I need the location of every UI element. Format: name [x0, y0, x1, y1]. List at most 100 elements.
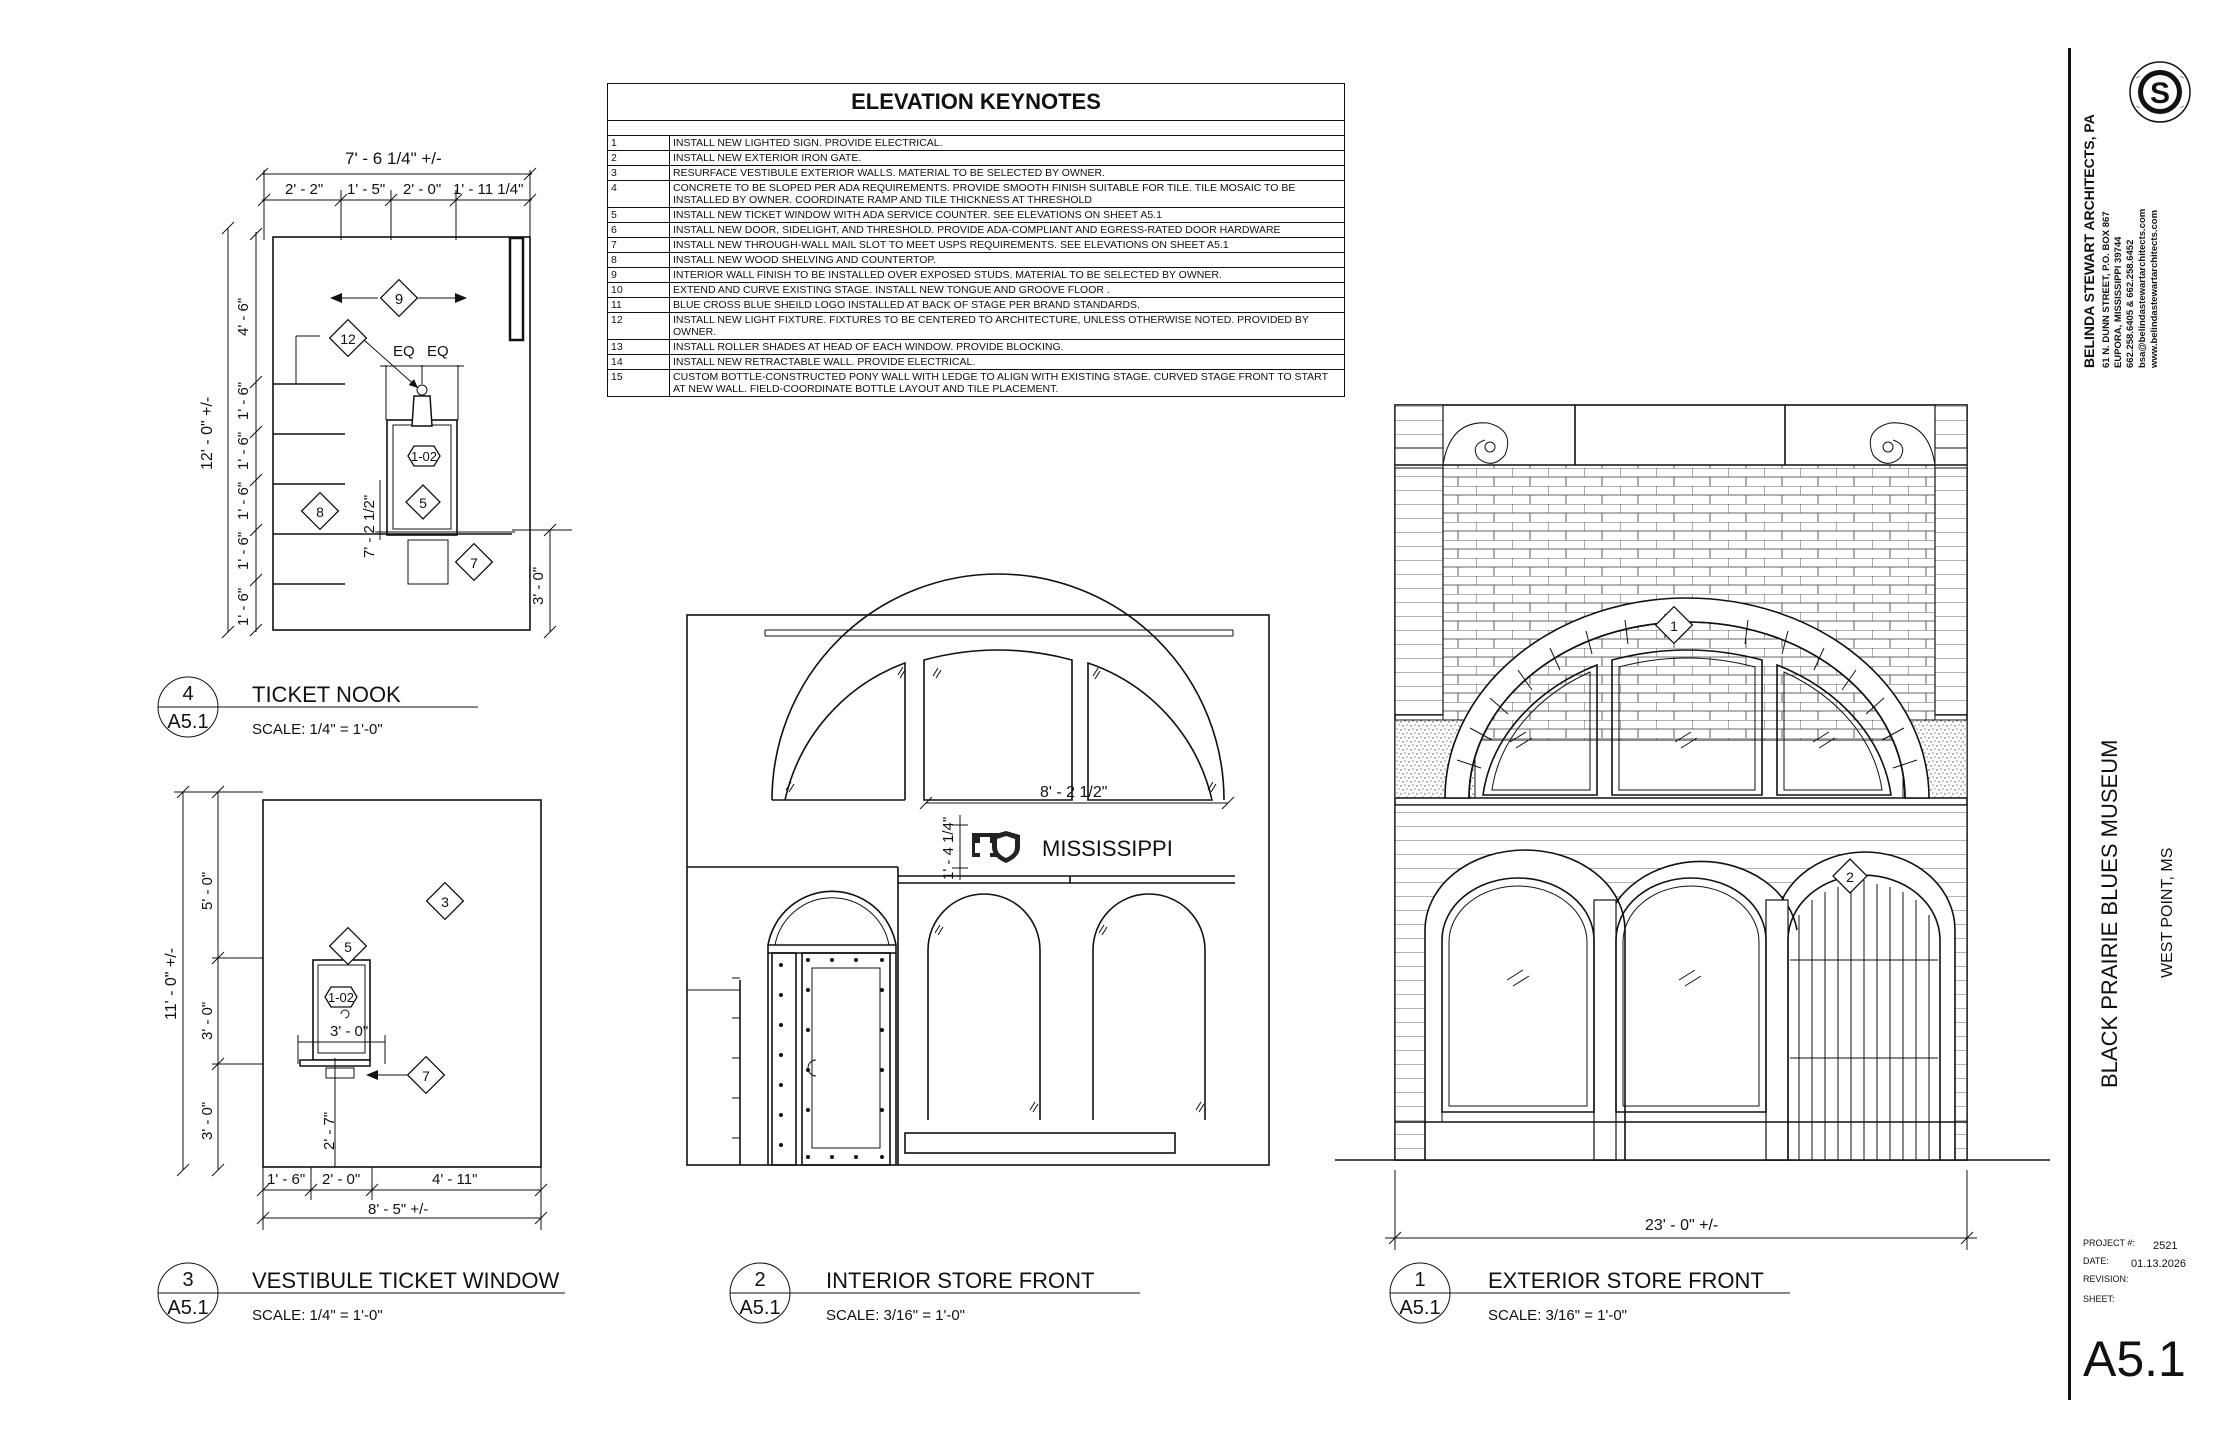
svg-text:A5.1: A5.1	[167, 711, 208, 733]
dim-overall-width: 7' - 6 1/4" +/-	[345, 149, 442, 168]
keynote-text: CUSTOM BOTTLE-CONSTRUCTED PONY WALL WITH…	[673, 371, 1328, 395]
keynote-number: 6	[608, 223, 670, 237]
keynote-number: 4	[608, 181, 670, 207]
project-number-value: 2521	[2153, 1240, 2178, 1252]
svg-text:2: 2	[754, 1269, 765, 1291]
dim-seg2: 1' - 5"	[347, 181, 385, 198]
svg-text:5: 5	[344, 939, 352, 955]
dim-vestibule-sill: 2' - 7"	[321, 1112, 338, 1150]
keynote-tag-3: 3	[425, 881, 465, 921]
sheet-label: SHEET:	[2083, 1294, 2115, 1304]
keynote-number: 9	[608, 268, 670, 282]
svg-text:9: 9	[395, 291, 403, 308]
svg-text:3: 3	[441, 894, 449, 910]
revision-label: REVISION:	[2083, 1274, 2129, 1284]
section-mark-1: 1 A5.1 EXTERIOR STORE FRONT SCALE: 3/16"…	[1389, 1262, 1790, 1324]
svg-text:A5.1: A5.1	[167, 1297, 208, 1319]
drawing-scale-vestibule: SCALE: 1/4" = 1'-0"	[252, 1307, 383, 1324]
dim-shelf2: 1' - 6"	[235, 432, 252, 470]
keynote-text: INTERIOR WALL FINISH TO BE INSTALLED OVE…	[673, 269, 1222, 281]
date-value: 01.13.2026	[2131, 1258, 2187, 1270]
drawing-title-interior: INTERIOR STORE FRONT	[826, 1268, 1095, 1293]
keynote-text: INSTALL ROLLER SHADES AT HEAD OF EACH WI…	[673, 341, 1064, 353]
svg-text:1: 1	[1670, 618, 1678, 634]
keynote-tag-8: 8	[300, 491, 340, 531]
svg-text:3: 3	[182, 1269, 193, 1291]
keynote-tag-9: 9	[379, 278, 419, 318]
keynote-tag-1: 1	[1654, 605, 1694, 645]
date-label: DATE:	[2083, 1256, 2109, 1266]
firm-phone: 662.258.6405 & 662.258.6452	[2125, 239, 2136, 368]
dim-window-height: 7' - 2 1/2"	[361, 495, 378, 558]
drawing-title-vestibule: VESTIBULE TICKET WINDOW	[252, 1268, 559, 1293]
drawing-title-ticket-nook: TICKET NOOK	[252, 682, 401, 707]
svg-text:2: 2	[1846, 869, 1854, 885]
firm-address1: 61 N. DUNN STREET, P.O. BOX 867	[2101, 211, 2112, 368]
keynote-text: INSTALL NEW DOOR, SIDELIGHT, AND THRESHO…	[673, 224, 1281, 236]
svg-text:A5.1: A5.1	[739, 1297, 780, 1319]
firm-logo: S	[2126, 48, 2192, 136]
keynote-number: 10	[608, 283, 670, 297]
keynote-number: 7	[608, 238, 670, 252]
keynote-tag-5: 5	[328, 926, 368, 966]
sheet-number: A5.1	[2083, 1331, 2186, 1387]
firm-email: bsa@belindastewartarchitects.com	[2137, 208, 2148, 368]
keynote-text: INSTALL NEW EXTERIOR IRON GATE.	[673, 152, 862, 164]
svg-text:1: 1	[1414, 1269, 1425, 1291]
svg-text:12: 12	[340, 331, 356, 347]
firm-name: BELINDA STEWART ARCHITECTS, PA	[2081, 114, 2097, 368]
keynote-number: 1	[608, 136, 670, 150]
keynote-text: INSTALL NEW LIGHT FIXTURE. FIXTURES TO B…	[673, 314, 1309, 338]
blue-cross-shield-logo: MISSISSIPPI	[972, 831, 1173, 863]
dim-vestibule-mid: 3' - 0"	[199, 1002, 216, 1040]
dim-interior-width: 8' - 2 1/2"	[1040, 784, 1107, 801]
exterior-store-front-drawing: 1	[1335, 404, 2050, 1324]
drawing-scale-ticket-nook: SCALE: 1/4" = 1'-0"	[252, 721, 383, 738]
keynote-text: INSTALL NEW RETRACTABLE WALL. PROVIDE EL…	[673, 356, 976, 368]
dim-vestibule-bot: 3' - 0"	[199, 1102, 216, 1140]
keynote-tag-1-02: 1-02	[407, 445, 441, 467]
keynote-number: 5	[608, 208, 670, 222]
dim-seg4: 1' - 11 1/4"	[453, 181, 523, 198]
svg-text:7: 7	[422, 1068, 430, 1084]
keynote-number: 13	[608, 340, 670, 354]
logo-wordmark: MISSISSIPPI	[1042, 836, 1173, 861]
dim-seg1: 2' - 2"	[285, 181, 323, 198]
ticket-nook-drawing: 7' - 6 1/4" +/- 2' - 2" 1' - 5" 2' - 0" …	[157, 149, 572, 738]
dim-vestibule-top: 5' - 0"	[199, 872, 216, 910]
dim-vestibule-height: 11' - 0" +/-	[163, 948, 180, 1020]
keynote-number: 12	[608, 313, 670, 339]
keynote-number: 14	[608, 355, 670, 369]
svg-text:1-02: 1-02	[411, 449, 437, 464]
dim-vestibule-window: 3' - 0"	[330, 1023, 368, 1040]
keynote-text: INSTALL NEW LIGHTED SIGN. PROVIDE ELECTR…	[673, 137, 943, 149]
keynote-text: BLUE CROSS BLUE SHEILD LOGO INSTALLED AT…	[673, 299, 1140, 311]
svg-text:A5.1: A5.1	[1399, 1297, 1440, 1319]
keynote-tag-2: 2	[1832, 858, 1868, 894]
keynote-tag-1-02: 1-02	[324, 986, 358, 1008]
keynote-tag-12: 12	[328, 318, 368, 358]
dim-vestibule-w3: 4' - 11"	[432, 1171, 477, 1188]
dim-vestibule-w2: 2' - 0"	[322, 1171, 360, 1188]
logo-letter: S	[2150, 77, 2170, 110]
keynote-text: INSTALL NEW TICKET WINDOW WITH ADA SERVI…	[673, 209, 1162, 221]
keynote-text: INSTALL NEW THROUGH-WALL MAIL SLOT TO ME…	[673, 239, 1229, 251]
svg-text:5: 5	[419, 495, 427, 511]
drawing-scale-exterior: SCALE: 3/16" = 1'-0"	[1488, 1307, 1627, 1324]
keynote-number: 2	[608, 151, 670, 165]
